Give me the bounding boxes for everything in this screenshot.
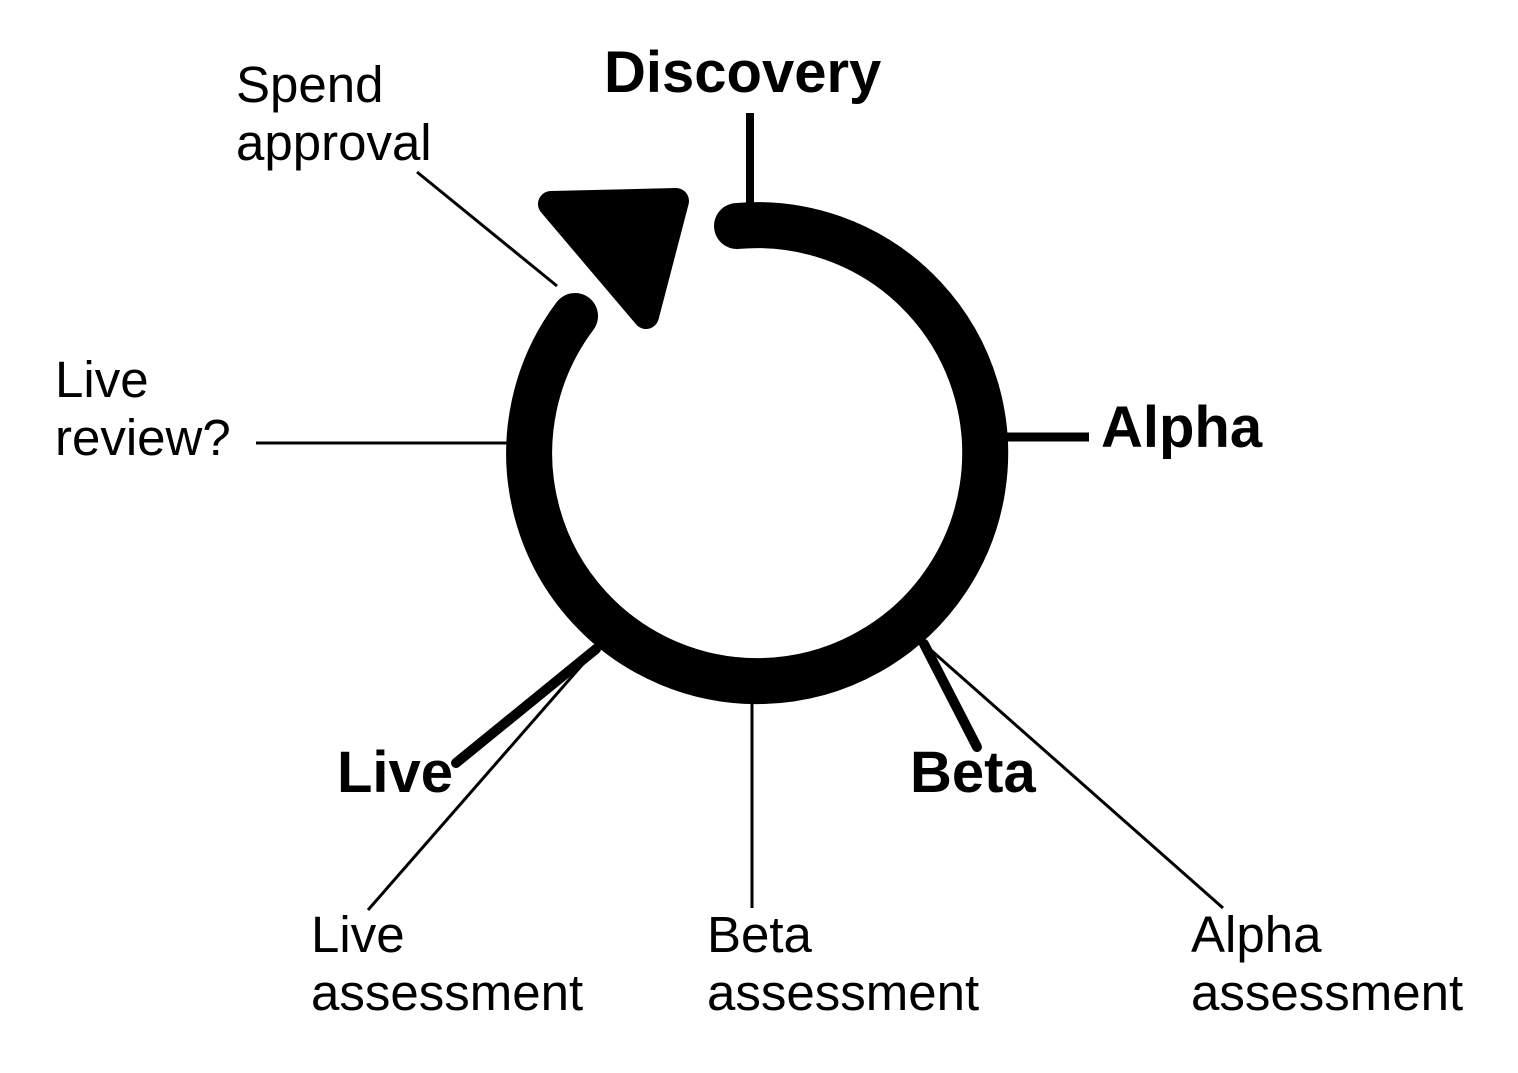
alpha-assessment-leader-line [923, 642, 1224, 910]
spend-approval-leader-line [416, 170, 558, 288]
beta-tick-line [919, 639, 982, 752]
milestone-label-line: Spend [236, 56, 384, 113]
milestone-label-line: assessment [707, 964, 980, 1021]
milestone-label-line: Live [55, 351, 149, 408]
milestone-label-spend-approval: Spend approval [236, 56, 432, 172]
milestone-label-live-review: Live review? [55, 351, 231, 467]
milestone-label-line: assessment [1191, 964, 1464, 1021]
milestone-label-beta-assessment: Beta assessment [707, 906, 979, 1022]
milestone-label-line: assessment [311, 964, 584, 1021]
milestone-label-line: Alpha [1191, 906, 1322, 963]
milestone-label-line: approval [236, 114, 432, 171]
milestone-label-line: Live [311, 906, 405, 963]
milestone-label-line: review? [55, 409, 231, 466]
live-tick-line [451, 644, 601, 768]
phase-label-live: Live [337, 740, 454, 805]
milestone-label-alpha-assessment: Alpha assessment [1191, 906, 1463, 1022]
milestone-label-live-assessment: Live assessment [311, 906, 583, 1022]
phase-label-discovery: Discovery [604, 40, 882, 105]
cycle-ring-arc [506, 202, 1009, 705]
milestone-label-line: Beta [707, 906, 812, 963]
phase-label-alpha: Alpha [1101, 395, 1263, 460]
clockwise-arrowhead-icon [538, 188, 689, 329]
live-assessment-leader-line [366, 648, 598, 911]
phase-label-beta: Beta [910, 740, 1036, 805]
